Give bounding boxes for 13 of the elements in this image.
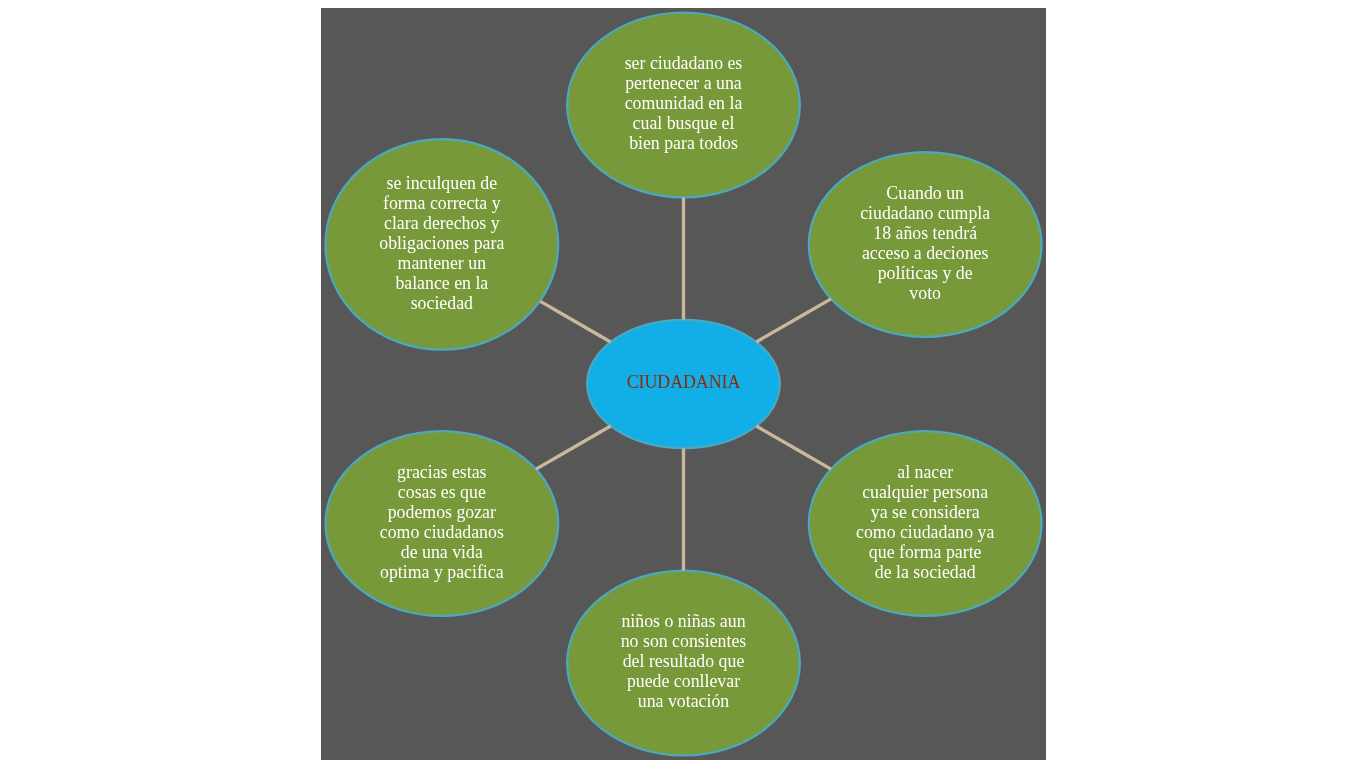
connector [539, 299, 611, 344]
node-ellipse: Cuando un ciudadano cumpla 18 años tendrá acceso a deciones políticas y de voto [807, 150, 1043, 338]
node-ellipse: CIUDADANIA [585, 318, 781, 450]
node-ellipse: gracias estas cosas es que podemos gozar como ciudadanos de una vida optima y pacifica [323, 430, 559, 618]
node-circle: se inculquen de forma correcta y clara derechos y obligaciones para mantener un balance en la sociedad [323, 138, 559, 351]
connector [681, 448, 685, 571]
node-ellipse: al nacer cualquier persona ya se considera como ciudadano ya que forma parte de la sociedad [807, 430, 1043, 618]
connector [755, 424, 832, 471]
node-ellipse: ser ciudadano es pertenecer a una comunidad en la cual busque el bien para todos [565, 11, 801, 199]
connector [755, 297, 832, 344]
connector [534, 424, 611, 471]
connector [681, 197, 685, 320]
node-ellipse: niños o niñas aun no son consientes del resultado que puede conllevar una votación [565, 569, 801, 757]
